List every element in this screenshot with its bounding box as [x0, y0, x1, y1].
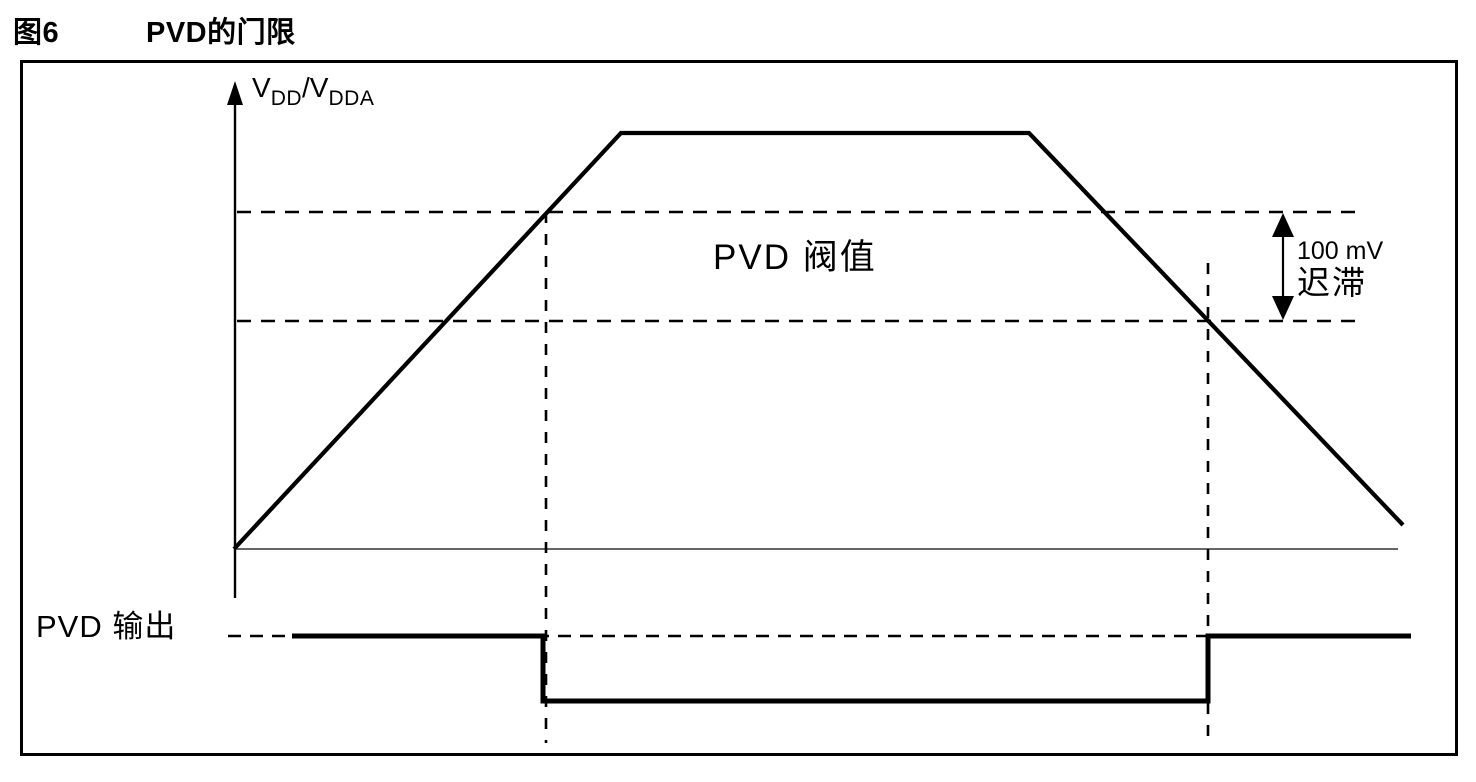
figure-box: VDD/VDDA PVD 阀值 100 mV 迟滞 PVD 输出 — [20, 60, 1458, 756]
vdd-voltage-waveform — [232, 130, 1405, 551]
hysteresis-arrow-up-icon — [1272, 213, 1294, 237]
y-axis-arrowhead-icon — [227, 81, 243, 105]
figure-number: 图6 — [13, 17, 60, 49]
vdd-axis-label-base2: /V — [302, 72, 329, 103]
pvd-waveform-diagram — [227, 81, 1411, 743]
vdd-axis-label-sub2: DDA — [328, 87, 375, 110]
figure-caption: 图6 PVD的门限 — [0, 6, 1476, 49]
hysteresis-value-label: 100 mV — [1297, 237, 1384, 265]
pvd-output-label: PVD 输出 — [36, 609, 177, 644]
pvd-output-waveform — [292, 633, 1411, 704]
vdd-axis-label-sub1: DD — [270, 87, 303, 110]
vdd-axis-label: VDD/VDDA — [252, 72, 374, 110]
hysteresis-arrow-down-icon — [1272, 296, 1294, 320]
figure-title: PVD的门限 — [146, 17, 296, 49]
pvd-threshold-label: PVD 阀值 — [713, 238, 877, 277]
vdd-axis-label-base1: V — [252, 72, 271, 103]
hysteresis-label: 迟滞 — [1297, 264, 1367, 301]
